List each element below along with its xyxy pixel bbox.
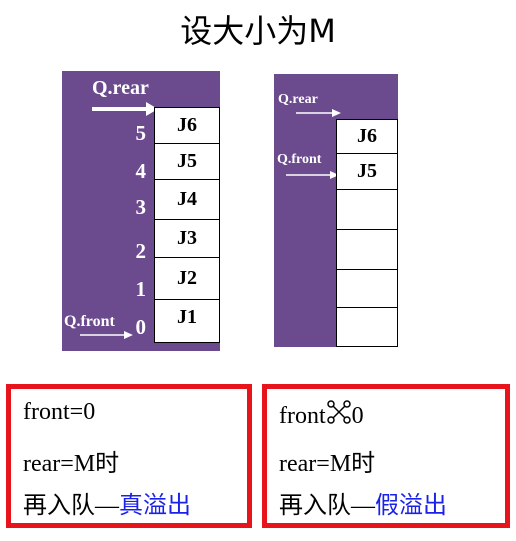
left-dash: — [95, 493, 119, 519]
right-front-label: Q.front [277, 152, 322, 167]
left-queue-panel: Q.rear 5 4 3 2 1 0 Q.front J6 J5 J4 J3 J… [62, 71, 220, 351]
left-cell-j3: J3 [155, 220, 219, 258]
right-front-line: front 0 [279, 399, 364, 430]
left-front-label: Q.front [64, 313, 115, 330]
right-false-overflow: 假溢出 [375, 491, 447, 519]
left-result-line: 再入队—真溢出 [23, 485, 191, 520]
right-rear-arrow [296, 109, 341, 117]
right-rear-label: Q.rear [278, 92, 318, 107]
left-true-overflow: 真溢出 [119, 491, 191, 519]
right-cell-empty-0 [337, 308, 397, 348]
right-front-arrow [286, 171, 339, 179]
left-index-3: 3 [135, 195, 147, 219]
left-index-1: 1 [135, 277, 147, 301]
left-enqueue-text: 再入队 [23, 491, 95, 519]
right-when-text: 时 [351, 449, 376, 477]
right-rear-text: rear=M时 [279, 443, 375, 478]
right-front-value: 0 [351, 403, 364, 429]
left-front-arrow [80, 331, 133, 339]
left-cell-j6: J6 [155, 108, 219, 144]
right-dash: — [351, 493, 375, 519]
left-rear-label: Q.rear [92, 77, 149, 99]
left-condition-box: front=0 rear=M时 再入队—真溢出 [6, 384, 252, 528]
right-result-line: 再入队—假溢出 [279, 485, 447, 520]
left-index-2: 2 [135, 239, 147, 263]
left-when-text: 时 [95, 449, 120, 477]
right-enqueue-text: 再入队 [279, 491, 351, 519]
left-rear-arrow [92, 102, 158, 116]
left-index-5: 5 [135, 121, 147, 145]
right-rear-value: rear=M [279, 451, 352, 477]
left-queue-column: J6 J5 J4 J3 J2 J1 [154, 107, 220, 343]
left-index-0: 0 [135, 315, 147, 339]
left-rear-text: rear=M时 [23, 443, 119, 478]
diagram-title: 设大小为M [180, 12, 336, 50]
right-cell-j5: J5 [337, 154, 397, 190]
left-cell-j4: J4 [155, 180, 219, 220]
right-cell-empty-1 [337, 270, 397, 308]
left-cell-j1: J1 [177, 306, 197, 328]
right-cell-empty-3 [337, 190, 397, 230]
right-cell-j6: J6 [337, 120, 397, 154]
right-queue-panel: Q.rear Q.front J6 J5 [274, 74, 398, 347]
left-cell-j5: J5 [155, 144, 219, 180]
left-index-4: 4 [135, 159, 147, 183]
left-front-text: front=0 [23, 399, 96, 425]
left-rear-value: rear=M [23, 451, 96, 477]
right-queue-column: J6 J5 [336, 119, 398, 347]
right-condition-box: front 0 rear=M时 再入队—假溢出 [262, 384, 510, 528]
right-cell-empty-2 [337, 230, 397, 270]
right-front-text: front [279, 403, 326, 429]
left-cell-j2: J2 [155, 258, 219, 300]
not-equal-symbol-icon [326, 400, 351, 424]
